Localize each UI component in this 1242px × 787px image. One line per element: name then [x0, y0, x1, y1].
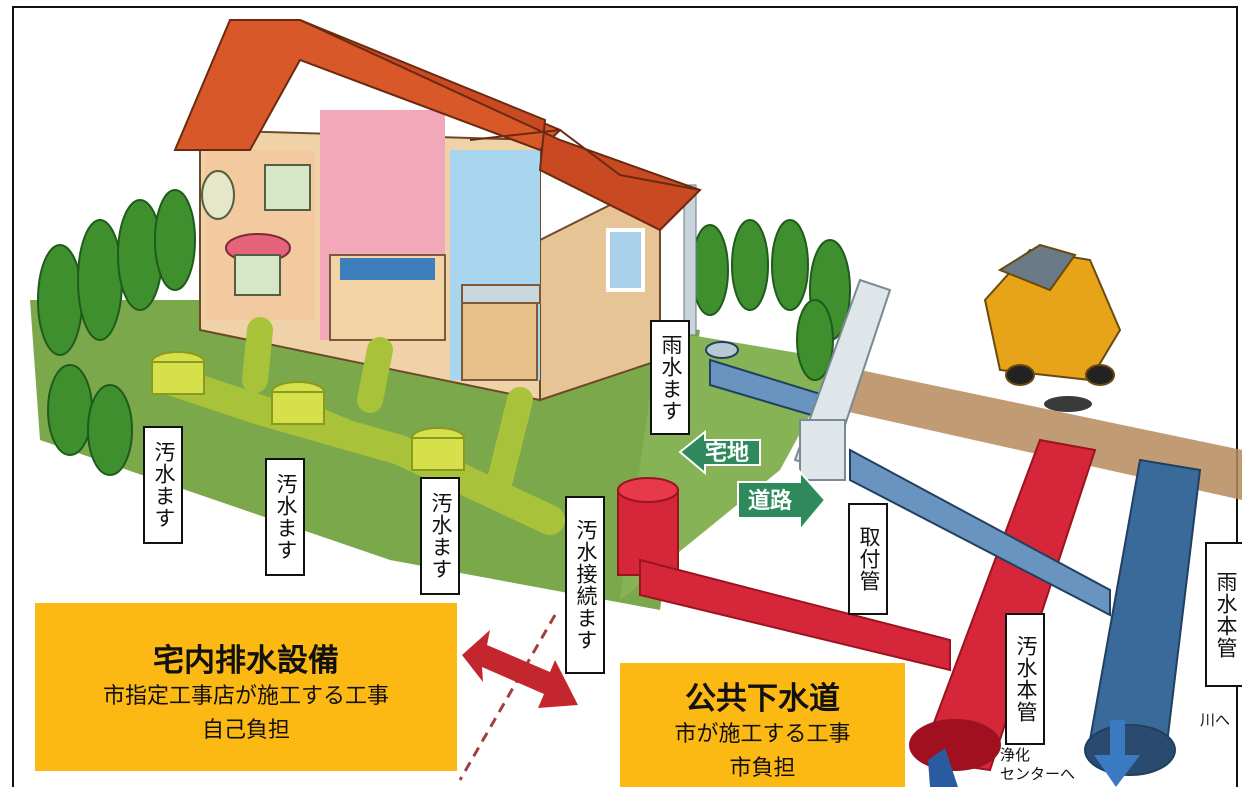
hedge-right: [691, 219, 851, 381]
private-box-line2: 自己負担: [201, 718, 290, 743]
property-boundary-line: [458, 614, 557, 781]
kawa-he-label: 川へ: [1200, 711, 1231, 729]
doro-arrow: 道路: [737, 469, 827, 533]
boundary-double-arrow: [462, 630, 578, 708]
hedge-left: [37, 189, 196, 476]
toritsuke-kan-label: 取付管: [848, 503, 888, 615]
osui-masu-label-1: 汚水ます: [143, 426, 183, 544]
usui-masu-label: 雨水ます: [650, 320, 690, 435]
jouka-center-label-2: センターへ: [1000, 765, 1076, 783]
takuchi-arrow: 宅地: [678, 429, 761, 476]
roof-right: [299, 19, 702, 232]
private-facility-box: 宅内排水設備 市指定工事店が施工する工事 自己負担: [35, 603, 457, 771]
frame-border: [12, 6, 1238, 787]
downspout: [683, 184, 697, 336]
jouka-center-label-1: 浄化: [1000, 746, 1031, 764]
sink-top: [461, 284, 541, 304]
sink-cabinet: [461, 299, 538, 381]
takuchi-label: 宅地: [705, 440, 749, 466]
outflow-arrow-river: [1094, 720, 1140, 787]
doro-label: 道路: [748, 488, 793, 514]
toilet-window: [201, 170, 235, 220]
public-sewer-red: [617, 438, 1097, 772]
osui-honkan-label: 汚水本管: [1005, 613, 1045, 745]
bath-water: [340, 258, 435, 280]
osui-masu-label-3: 汚水ます: [420, 477, 460, 595]
manhole: [1044, 396, 1092, 412]
house-window: [606, 228, 645, 292]
car: [983, 243, 1122, 386]
public-box-line2: 市負担: [729, 756, 796, 781]
roof-edge: [469, 128, 701, 191]
public-box-line1: 市が施工する工事: [674, 722, 851, 747]
toilet-tank: [264, 164, 311, 211]
public-box-title: 公共下水道: [685, 681, 840, 717]
public-sewer-box: 公共下水道 市が施工する工事 市負担: [620, 663, 905, 787]
sewage-masu-caps: [151, 351, 465, 471]
osui-setsuzoku-masu-label: 汚水接続ます: [565, 496, 605, 674]
private-box-title: 宅内排水設備: [153, 643, 339, 679]
private-box-line1: 市指定工事店が施工する工事: [102, 684, 389, 709]
outflow-arrow-center: [928, 748, 958, 787]
road-gutter: [793, 278, 892, 481]
osui-masu-label-2: 汚水ます: [265, 458, 305, 576]
usui-honkan-label: 雨水本管: [1205, 542, 1242, 687]
toilet-base: [234, 254, 281, 296]
